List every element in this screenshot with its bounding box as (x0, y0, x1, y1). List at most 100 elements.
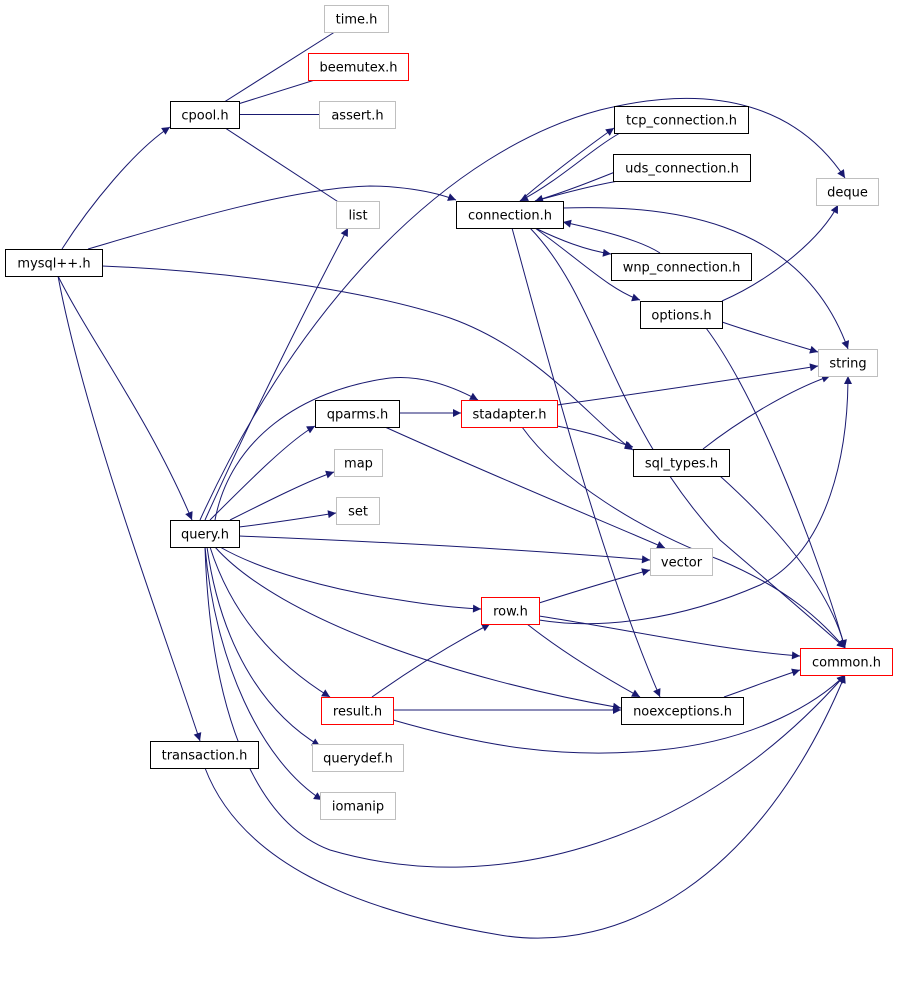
edge-query-to-set (238, 510, 337, 528)
edge-connection-to-tcp (519, 127, 615, 202)
node-box-sqltypes (633, 449, 730, 477)
node-label-cpool: cpool.h (181, 109, 228, 124)
node-box-transaction (150, 741, 259, 769)
node-label-qparms: qparms.h (327, 408, 388, 423)
node-label-noexceptions: noexceptions.h (633, 705, 732, 720)
edge-cpool-to-list (204, 114, 358, 215)
edge-sqltypes-to-string (702, 374, 831, 450)
node-box-connection (456, 201, 564, 229)
edge-tcp-to-connection (519, 132, 621, 202)
node-vector: vector (650, 548, 713, 576)
node-label-query: query.h (181, 528, 229, 543)
node-box-cpool (170, 101, 240, 129)
edge-query-to-vector (238, 535, 651, 564)
edge-result-to-common (392, 674, 846, 754)
edge-row-to-vector (538, 568, 651, 604)
node-box-time (324, 5, 389, 33)
edge-row-to-noexceptions (526, 623, 641, 698)
node-box-deque (816, 178, 879, 206)
edge-stadapter-to-sqltypes (556, 425, 634, 449)
node-label-set: set (348, 505, 368, 520)
node-tcp[interactable]: tcp_connection.h (614, 106, 749, 134)
node-box-assert (319, 101, 396, 129)
node-label-result: result.h (333, 705, 382, 720)
node-box-uds (613, 154, 751, 182)
node-box-wnp (611, 253, 752, 281)
node-box-common (800, 648, 893, 676)
node-label-map: map (344, 457, 373, 472)
edge-row-to-string (538, 375, 852, 625)
edge-uds-to-connection (534, 169, 621, 203)
edge-cpool-to-time (204, 18, 357, 115)
node-stadapter[interactable]: stadapter.h (461, 400, 558, 428)
node-row[interactable]: row.h (481, 597, 540, 625)
edge-query-to-iomanip (204, 546, 323, 801)
node-list: list (336, 201, 380, 229)
edge-mysql-to-sqltypes (101, 265, 634, 451)
node-query[interactable]: query.h (170, 520, 240, 548)
node-assert: assert.h (319, 101, 396, 129)
nodes-layer: mysql++.hcpool.htime.hbeemutex.hassert.h… (5, 5, 893, 820)
edge-query-to-noexceptions (214, 546, 622, 711)
edge-transaction-to-common (204, 674, 846, 939)
node-label-sqltypes: sql_types.h (645, 457, 718, 472)
edge-query-to-map (229, 470, 335, 521)
edge-result-to-row (371, 623, 491, 698)
node-box-map (334, 449, 383, 477)
node-box-tcp (614, 106, 749, 134)
node-map: map (334, 449, 383, 477)
edge-wnp-to-connection (562, 219, 661, 254)
edge-options-to-string (721, 321, 819, 354)
node-box-result (321, 697, 394, 725)
node-label-vector: vector (661, 556, 703, 571)
edge-options-to-deque (721, 204, 839, 302)
node-string: string (818, 349, 878, 377)
node-box-mysql (5, 249, 103, 277)
edge-query-to-list (204, 227, 349, 521)
node-deque: deque (816, 178, 879, 206)
edge-row-to-common (538, 615, 801, 660)
edge-sqltypes-to-common (719, 475, 847, 649)
node-connection[interactable]: connection.h (456, 201, 564, 229)
edge-noexceptions-to-common (723, 668, 801, 698)
edge-connection-to-wnp (534, 227, 612, 257)
edge-query-to-result (209, 546, 331, 698)
node-label-common: common.h (812, 656, 881, 671)
edge-mysql-to-cpool (61, 126, 171, 250)
node-mysql[interactable]: mysql++.h (5, 249, 103, 277)
node-label-wnp: wnp_connection.h (623, 261, 741, 276)
node-box-query (170, 520, 240, 548)
node-wnp[interactable]: wnp_connection.h (611, 253, 752, 281)
node-qparms[interactable]: qparms.h (315, 400, 400, 428)
edge-options-to-common (705, 327, 847, 649)
node-result[interactable]: result.h (321, 697, 394, 725)
node-transaction[interactable]: transaction.h (150, 741, 259, 769)
edge-mysql-to-query (57, 275, 193, 521)
node-box-string (818, 349, 878, 377)
node-box-querydef (312, 744, 404, 772)
node-box-vector (650, 548, 713, 576)
node-box-iomanip (320, 792, 396, 820)
node-options[interactable]: options.h (640, 301, 723, 329)
edge-query-to-qparms (209, 425, 316, 521)
node-uds[interactable]: uds_connection.h (613, 154, 751, 182)
node-iomanip: iomanip (320, 792, 396, 820)
node-noexceptions[interactable]: noexceptions.h (621, 697, 744, 725)
node-box-stadapter (461, 400, 558, 428)
node-box-list (336, 201, 380, 229)
node-label-iomanip: iomanip (332, 800, 384, 815)
edge-query-to-common (204, 546, 846, 868)
node-label-row: row.h (493, 605, 528, 620)
edge-connection-to-options (534, 227, 641, 302)
node-sqltypes[interactable]: sql_types.h (633, 449, 730, 477)
node-label-stadapter: stadapter.h (473, 408, 547, 423)
node-label-tcp: tcp_connection.h (626, 114, 737, 129)
edge-qparms-to-vector (384, 426, 666, 549)
node-common[interactable]: common.h (800, 648, 893, 676)
node-label-uds: uds_connection.h (625, 162, 739, 177)
node-label-beemutex: beemutex.h (319, 61, 397, 76)
edge-query-to-querydef (206, 546, 321, 747)
node-beemutex[interactable]: beemutex.h (308, 53, 409, 81)
edge-stadapter-to-string (556, 363, 819, 406)
node-cpool[interactable]: cpool.h (170, 101, 240, 129)
